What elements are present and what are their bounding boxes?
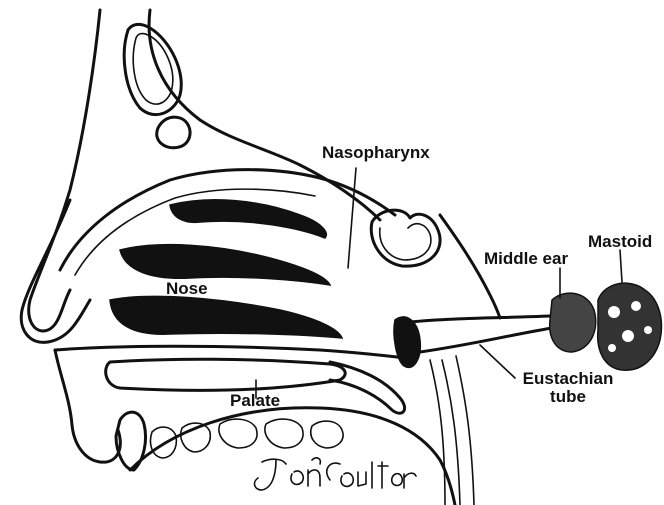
artist-signature [0,0,664,505]
anatomy-diagram: Nasopharynx Nose Palate Middle ear Masto… [0,0,664,505]
